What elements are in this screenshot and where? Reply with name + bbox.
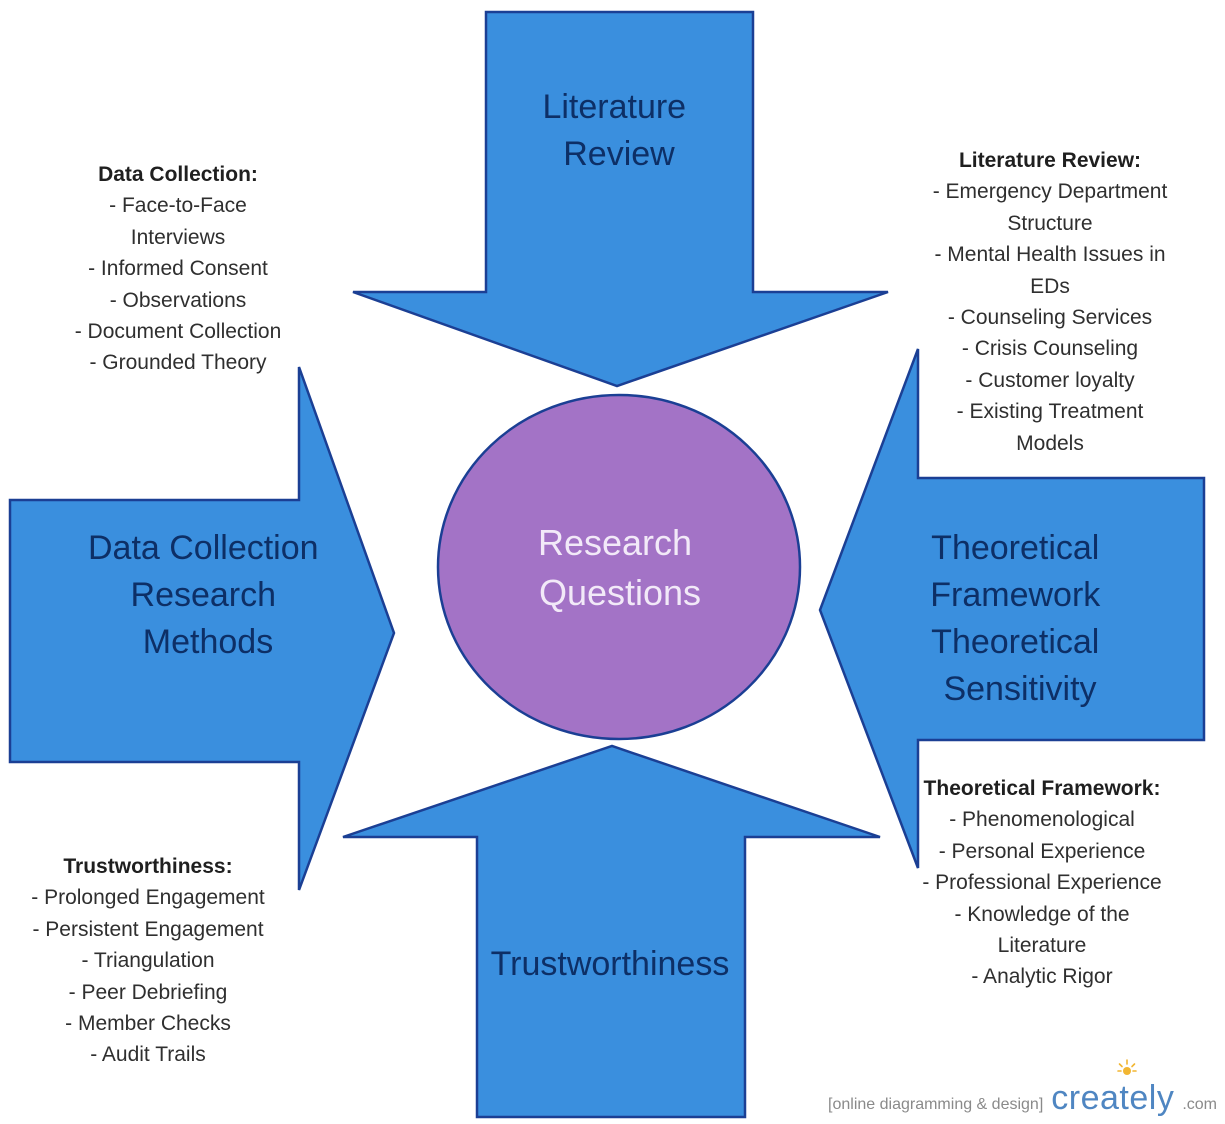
logo-text: creately xyxy=(1051,1079,1175,1117)
research-questions-circle xyxy=(436,393,802,741)
trustworthiness-note: Trustworthiness: - Prolonged Engagement … xyxy=(5,851,291,1071)
theoretical-framework-note: Theoretical Framework: - Phenomenologica… xyxy=(892,773,1192,993)
note-item: - Crisis Counseling xyxy=(961,337,1139,361)
data-collection-label: Data Collection Research Methods xyxy=(88,529,328,661)
note-item: - Existing Treatment xyxy=(956,400,1144,424)
trustworthiness-arrow xyxy=(342,744,881,1119)
note-item: - Informed Consent xyxy=(88,257,268,281)
note-item: - Emergency Department xyxy=(932,180,1168,204)
watermark-domain-suffix: .com xyxy=(1182,1096,1217,1113)
note-item: - Professional Experience xyxy=(922,871,1162,895)
data-collection-arrow xyxy=(8,366,396,891)
note-title: Trustworthiness: xyxy=(63,855,233,878)
creately-watermark: [online diagramming & design] creately .… xyxy=(828,1059,1217,1118)
note-item: Interviews xyxy=(130,225,226,249)
theoretical-framework-arrow xyxy=(818,348,1206,869)
literature-review-arrow xyxy=(352,10,889,388)
note-item: - Prolonged Engagement xyxy=(31,886,265,910)
note-item: - Counseling Services xyxy=(947,306,1153,330)
note-item: - Face-to-Face xyxy=(109,194,247,218)
note-item: - Personal Experience xyxy=(938,839,1146,863)
note-item: Structure xyxy=(1007,211,1093,235)
note-title: Theoretical Framework: xyxy=(923,777,1161,800)
note-item: - Analytic Rigor xyxy=(971,965,1113,989)
note-item: - Peer Debriefing xyxy=(68,980,228,1004)
note-item: - Phenomenological xyxy=(949,808,1135,832)
note-item: Models xyxy=(1016,431,1084,455)
data-collection-note: Data Collection: - Face-to-Face Intervie… xyxy=(40,159,316,379)
note-item: Literature xyxy=(997,934,1087,958)
theoretical-framework-label: Theoretical Framework Theoretical Sensit… xyxy=(930,529,1109,708)
creately-logo: creately xyxy=(1051,1059,1175,1118)
trustworthiness-label: Trustworthiness xyxy=(491,945,730,983)
literature-review-label: Literature Review xyxy=(542,88,695,173)
note-item: - Mental Health Issues in xyxy=(934,243,1166,267)
literature-review-note: Literature Review: - Emergency Departmen… xyxy=(900,145,1200,459)
note-item: - Member Checks xyxy=(65,1012,231,1036)
note-item: - Grounded Theory xyxy=(89,351,267,375)
watermark-tagline: [online diagramming & design] xyxy=(828,1096,1044,1113)
note-item: EDs xyxy=(1030,274,1070,298)
note-item: - Audit Trails xyxy=(90,1043,206,1067)
note-item: - Observations xyxy=(109,288,247,312)
note-item: - Persistent Engagement xyxy=(32,917,264,941)
research-questions-label: Research Questions xyxy=(538,522,702,613)
note-item: - Customer loyalty xyxy=(965,368,1135,392)
note-title: Data Collection: xyxy=(98,163,258,186)
note-title: Literature Review: xyxy=(958,149,1142,172)
lightbulb-icon xyxy=(1117,1059,1138,1075)
note-item: - Document Collection xyxy=(74,320,282,344)
note-item: - Knowledge of the xyxy=(954,902,1130,926)
note-item: - Triangulation xyxy=(81,949,215,973)
